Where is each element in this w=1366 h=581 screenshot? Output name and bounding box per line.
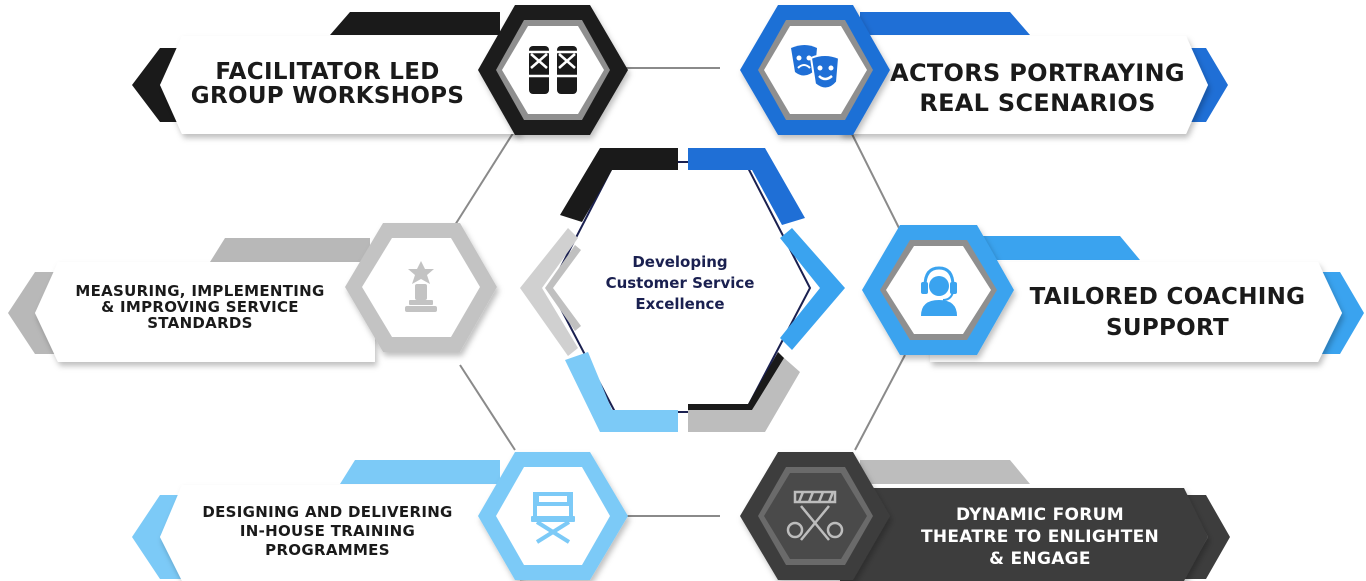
facilitator-label-line-2: group workshops [190, 83, 465, 110]
measuring-banner [35, 262, 375, 362]
film-clapper-icon [786, 490, 844, 541]
designing-label: Designing and delivering in-house traini… [180, 503, 475, 560]
ring-segment-black-bottom [688, 352, 784, 410]
actors-label-line-2: Real Scenarios [919, 89, 1156, 117]
measuring-label: Measuring, implementing & improving serv… [55, 282, 345, 332]
ring-segment-brightblue [780, 228, 845, 350]
facilitator-banner [160, 36, 520, 134]
forum-label-line-1: Dynamic Forum [956, 505, 1124, 525]
forum-tab [860, 460, 1030, 484]
ring-segment-lightgrey-inner [545, 245, 581, 331]
center-hexagon [520, 148, 845, 432]
designing-banner [160, 485, 520, 581]
measuring-tab [210, 238, 370, 262]
directors-chair-icon [531, 492, 575, 544]
ring-segment-black [560, 148, 678, 222]
ring-segment-grey [688, 357, 800, 432]
center-title: Developing Customer Service Excellence [580, 252, 780, 315]
facilitator-tab [330, 12, 500, 35]
actors-label: Actors Portraying Real Scenarios [890, 58, 1185, 118]
facilitator-label: Facilitator led group workshops [185, 60, 470, 108]
forum-label-line-3: & engage [989, 549, 1091, 569]
forum-arrow [1184, 495, 1230, 579]
coaching-label-line-1: Tailored Coaching [1029, 284, 1306, 310]
measuring-label-line-1: Measuring, implementing [75, 282, 325, 300]
center-title-line-1: Developing [632, 253, 728, 271]
coaching-label: Tailored Coaching Support [1020, 282, 1315, 344]
forum-hex-inner [764, 473, 867, 559]
node-facilitator [132, 5, 628, 135]
ring-segment-lightblue [565, 352, 678, 432]
measuring-label-line-2: & improving service [101, 297, 299, 316]
ring-segment-blue [688, 148, 805, 225]
designing-label-line-2: in-house training [239, 522, 416, 540]
measuring-label-line-3: standards [147, 313, 253, 332]
coaching-tab [980, 236, 1140, 260]
actors-banner [840, 36, 1208, 134]
center-title-line-2: Customer Service [605, 274, 755, 292]
forum-label: Dynamic Forum Theatre to enlighten & eng… [895, 504, 1185, 570]
facilitator-label-line-1: Facilitator led [215, 59, 440, 85]
coaching-arrow [1318, 272, 1364, 354]
designing-tab [340, 460, 500, 484]
headset-agent-icon [921, 266, 957, 316]
designing-label-line-3: programmes [265, 541, 390, 559]
theatre-masks-icon [791, 45, 841, 90]
actors-label-line-1: Actors Portraying [890, 59, 1185, 87]
node-coaching [862, 225, 1364, 362]
ring-segment-lightgrey [520, 228, 578, 356]
actors-arrow [1186, 48, 1228, 122]
forum-banner [840, 488, 1208, 581]
center-title-line-3: Excellence [635, 295, 725, 313]
chess-pawn-icon [405, 261, 437, 312]
actors-tab [860, 12, 1030, 35]
designing-label-line-1: Designing and delivering [202, 503, 453, 521]
coaching-banner [930, 262, 1342, 362]
forum-label-line-2: Theatre to enlighten [920, 527, 1160, 547]
drums-icon [529, 46, 577, 94]
coaching-label-line-2: Support [1106, 315, 1229, 341]
facilitator-hex-inner [502, 26, 604, 114]
node-measuring [8, 223, 497, 362]
connector-lines [454, 67, 906, 517]
node-forum [740, 452, 1230, 581]
